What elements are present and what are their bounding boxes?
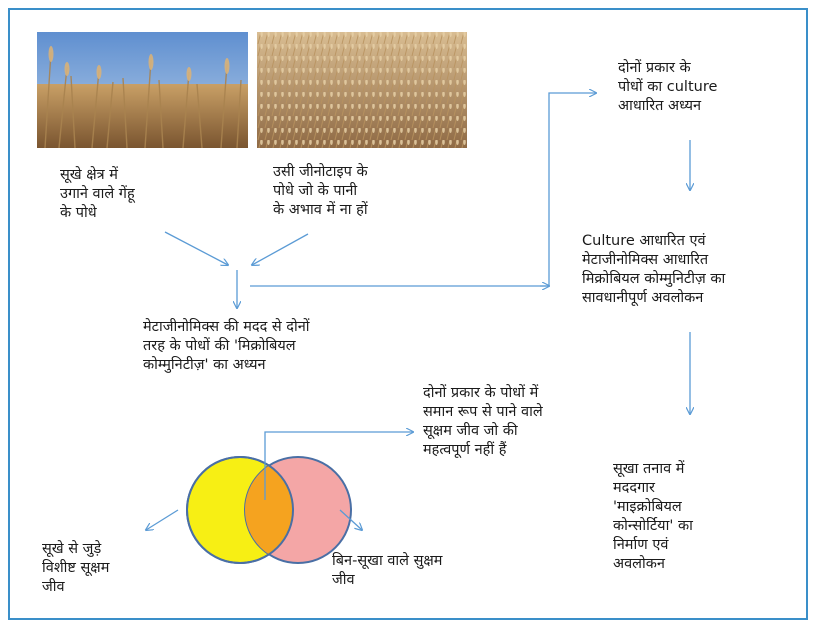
dry-wheat-label: सूखे क्षेत्र में उगाने वाले गेंहू के पोध… [60, 167, 135, 221]
culture-study-label: दोनों प्रकार के पोधों का culture आधारित … [618, 60, 718, 114]
metagenomics-study-label: मेटाजीनोमिक्स की मदद से दोनों तरह के पोध… [143, 319, 310, 373]
careful-observation-label: Culture आधारित एवं मेटाजीनोमिक्स आधारित … [582, 233, 726, 306]
common-microbes-label: दोनों प्रकार के पोधों में समान रूप से पा… [423, 385, 543, 458]
wheat-field-photo [257, 32, 467, 148]
non-drought-label: बिन-सूखा वाले सुक्षम जीव [332, 553, 443, 588]
same-genotype-label: उसी जीनोटाइप के पोधे जो के पानी के अभाव … [273, 164, 368, 218]
wheat-dry-field-photo [37, 32, 248, 148]
consortia-label: सूखा तनाव में मददगार 'माइक्रोबियल कोन्सो… [613, 461, 693, 572]
drought-specific-label: सूखे से जुड़े विशीष्ट सूक्षम जीव [42, 541, 110, 595]
